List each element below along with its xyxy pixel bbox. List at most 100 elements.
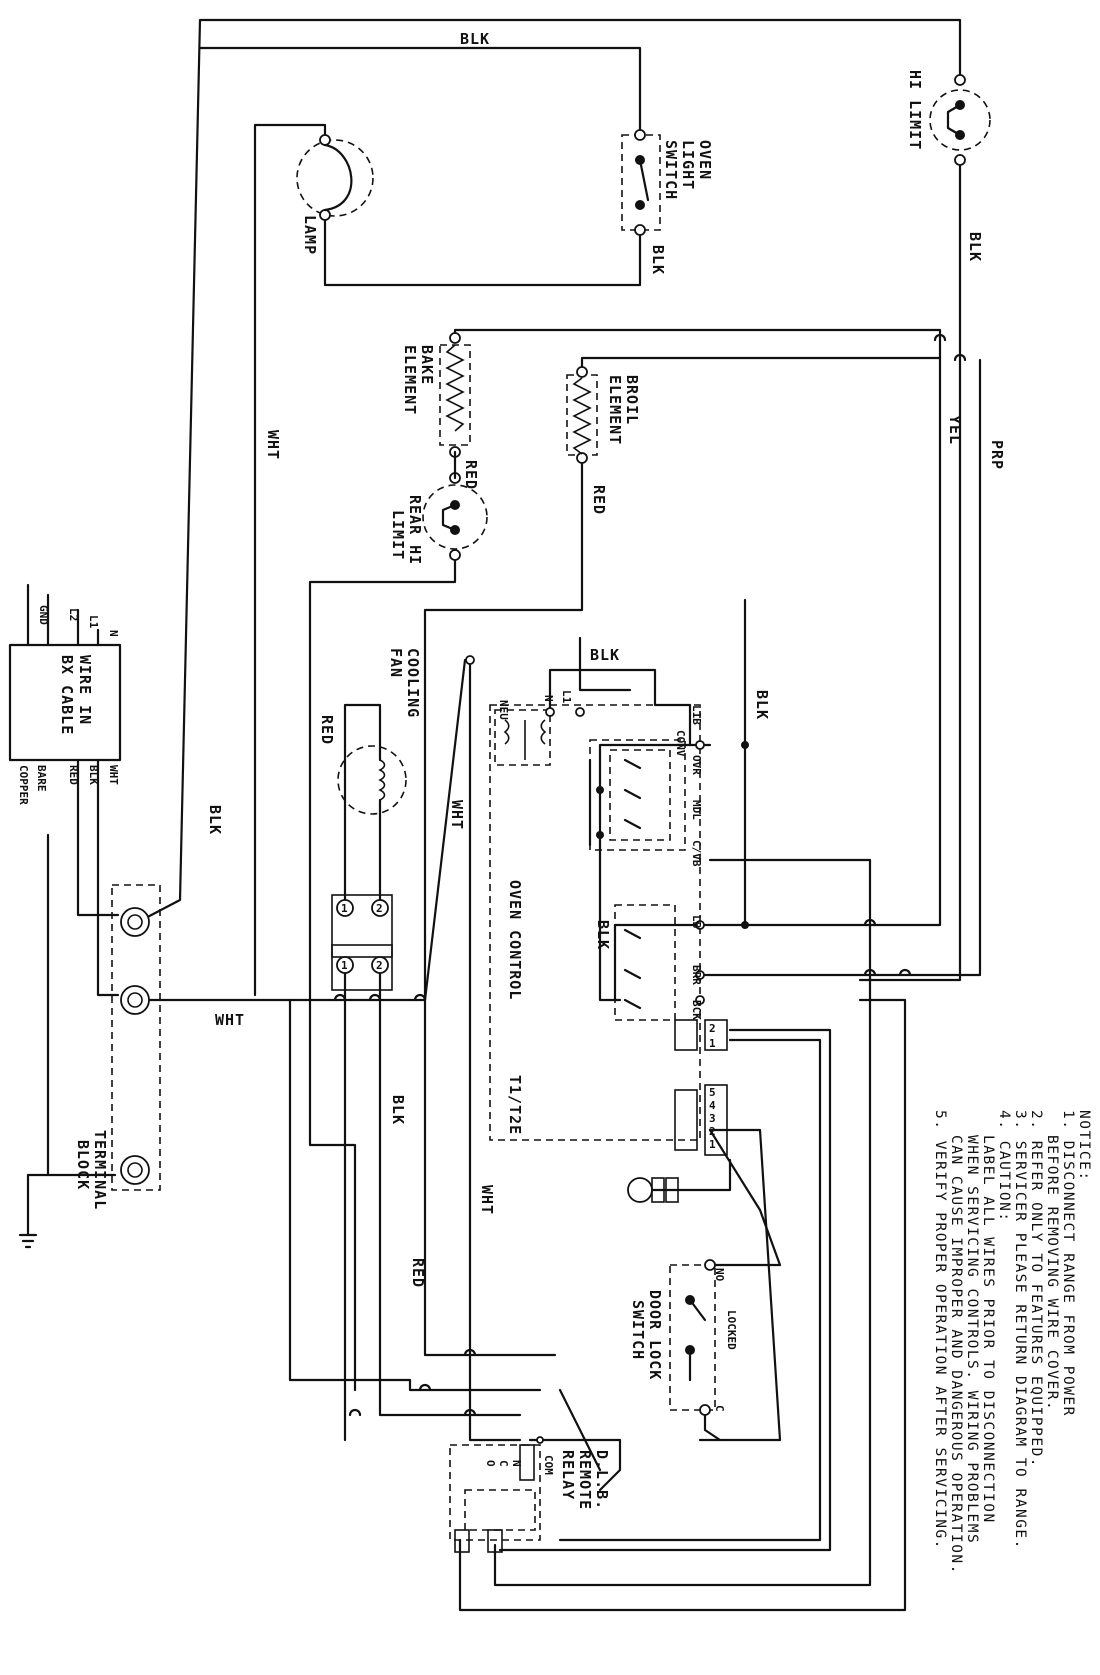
wire-fan-1	[343, 703, 382, 910]
labels: BLK HI LIMIT OVEN LIGHT SWITCH BLK BLK L…	[17, 30, 1092, 1575]
label-c: C	[713, 1405, 726, 1412]
notice-line-3: 2. REFER ONLY TO FEATURES EQUIPPED.	[1028, 1110, 1044, 1468]
label-blk-hilimit: BLK	[966, 232, 984, 262]
label-oven-light-3: SWITCH	[662, 140, 680, 200]
wire-doorlock-c	[703, 1408, 722, 1442]
wire-blk-relay	[288, 998, 542, 1392]
label-rear-hi-2: LIMIT	[389, 510, 407, 560]
plug1-pin-2: 2	[709, 1022, 716, 1035]
wire-plug2	[558, 1038, 822, 1542]
wire-lamp-return	[323, 213, 642, 287]
wire-relay-right2	[558, 1388, 602, 1472]
label-fan: FAN	[387, 648, 405, 678]
pin-mdl: MDL	[690, 800, 703, 820]
label-t1t2e: T1/T2E	[506, 1075, 524, 1135]
relay-pin-n: N	[510, 1460, 523, 1467]
notice-line-9: 5. VERIFY PROPER OPERATION AFTER SERVICI…	[932, 1110, 948, 1550]
relay-pin-o: O	[484, 1460, 497, 1467]
label-oven-light-2: LIGHT	[679, 140, 697, 190]
wire-relay-right	[528, 1438, 622, 1492]
wire-blk-l1	[548, 668, 657, 714]
fan-term-2b: 2	[376, 959, 383, 972]
indicator-light	[627, 1177, 679, 1203]
wire-wht-relay	[468, 658, 522, 1442]
wire-plug1	[498, 1028, 832, 1552]
wires	[26, 18, 982, 1612]
label-dlb-1: D.L.B.	[593, 1450, 611, 1510]
cond-copper: COPPER	[17, 765, 30, 805]
supply-stubs	[26, 583, 100, 647]
pin-ovr: OVR	[690, 755, 703, 775]
line-n: N	[107, 630, 120, 637]
door-lock-switch	[669, 1259, 716, 1416]
label-prp: PRP	[988, 440, 1006, 470]
wire-relay-bottom	[458, 998, 907, 1612]
fan-term-1a: 1	[341, 902, 348, 915]
notice-line-2: BEFORE REMOVING WIRE COVER.	[1044, 1135, 1060, 1411]
label-no: NO	[713, 1268, 726, 1282]
pin-brr: BRR	[690, 965, 703, 985]
relay-pin-com: COM	[542, 1455, 555, 1475]
plug2-pin-4: 4	[709, 1099, 716, 1112]
label-red-broil: RED	[590, 485, 608, 515]
pin-conv: CONV	[674, 730, 687, 757]
label-blk-switch: BLK	[649, 245, 667, 275]
label-red-bake: RED	[462, 460, 480, 490]
plug2-pin-2: 2	[709, 1125, 716, 1138]
notice-line-5: 4. CAUTION:	[996, 1110, 1012, 1223]
plug2-pin-5: 5	[709, 1086, 716, 1099]
label-wht-lamp: WHT	[264, 430, 282, 460]
wire-relay-bottom2	[493, 858, 872, 1587]
wire-wht-lamp	[253, 123, 327, 997]
crossovers	[333, 333, 967, 1417]
relay-pin-c: C	[497, 1460, 510, 1467]
wire-doorlock-a	[698, 1128, 782, 1442]
cond-bare: BARE	[35, 765, 48, 792]
wire-prp	[698, 358, 982, 977]
label-broil-1: BROIL	[623, 375, 641, 425]
oven-light-switch	[621, 129, 661, 236]
label-oven-control: OVEN CONTROL	[506, 880, 524, 1000]
oven-control	[465, 655, 749, 1156]
wire-red-rear-limit	[308, 553, 457, 1392]
label-dlb-3: RELAY	[559, 1450, 577, 1500]
pin-lb: LB	[690, 915, 703, 929]
label-red-left: RED	[318, 715, 336, 745]
notice-line-7: WHEN SERVICING CONTROLS. WIRING PROBLEMS	[964, 1135, 980, 1544]
wire-hi-limit-down	[858, 158, 962, 982]
fan-term-2a: 2	[376, 902, 383, 915]
pin-l1b: L1B	[690, 705, 703, 725]
wire-blk-outer	[136, 18, 962, 924]
wire-wht-supply	[96, 758, 120, 997]
wire-red-supply	[76, 758, 120, 917]
dlb-remote-relay	[449, 1436, 544, 1553]
wire-bare-ground	[46, 833, 117, 1177]
label-lamp: LAMP	[301, 215, 319, 255]
wire-bake-top	[453, 328, 942, 342]
line-l1: L1	[87, 615, 100, 629]
broil-element	[566, 366, 598, 464]
label-blk-lower: BLK	[389, 1095, 407, 1125]
wire-red-broil	[423, 456, 584, 1357]
wire-blk-to-control	[578, 636, 632, 692]
label-hi-limit: HI LIMIT	[906, 70, 924, 150]
pin-bck: BCK	[690, 1000, 703, 1020]
label-blk-top: BLK	[460, 30, 490, 48]
bake-element	[439, 332, 471, 458]
wire-plug-to-lamp	[638, 1158, 732, 1192]
plug1-pin-1: 1	[709, 1037, 716, 1050]
fan-term-1b: 1	[341, 959, 348, 972]
plug2-pin-1: 1	[709, 1138, 716, 1151]
label-broil-2: ELEMENT	[606, 375, 624, 445]
wire-control-ovr	[598, 743, 712, 1002]
cond-red: RED	[67, 765, 80, 785]
terminal-block	[111, 884, 161, 1191]
pin-n: N	[542, 695, 555, 702]
label-locked: LOCKED	[725, 1310, 738, 1350]
label-blk-left: BLK	[206, 805, 224, 835]
bx-label-2: BX CABLE	[58, 655, 76, 735]
wire-blk-light-switch	[198, 46, 642, 137]
label-blk-lb: BLK	[594, 920, 612, 950]
